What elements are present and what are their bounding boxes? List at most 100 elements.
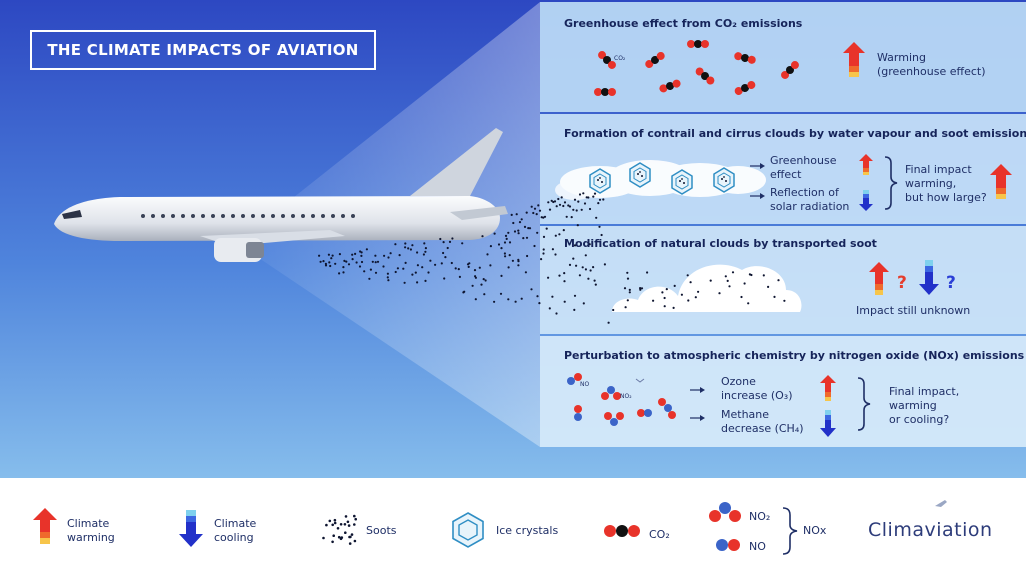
soot-particle <box>573 294 577 297</box>
soot-particle <box>342 266 345 269</box>
reaction-mark <box>635 378 645 383</box>
soot-particle <box>484 279 487 282</box>
soot-particle <box>404 246 407 249</box>
soot-trail <box>318 216 615 324</box>
legend-nox-brace <box>782 507 798 555</box>
cloud-soot <box>623 271 786 309</box>
soot-particle <box>329 264 332 268</box>
question-mark-warming: ? <box>897 273 907 293</box>
soot-particle <box>526 254 529 258</box>
soot-particle <box>386 276 389 279</box>
soot-particle <box>451 237 454 240</box>
soot-particle <box>363 270 366 273</box>
soot-particle <box>354 517 358 521</box>
soot-particle <box>582 192 585 195</box>
legend: Climate warming Climate cooling Soots Ic… <box>0 478 1026 567</box>
soot-particle <box>584 254 587 257</box>
soot-particle <box>371 260 374 263</box>
soot-particle <box>547 201 550 204</box>
soot-particle <box>777 279 780 282</box>
panel-title-co2: Greenhouse effect from CO₂ emissions <box>564 17 803 30</box>
soot-particle <box>508 254 511 257</box>
soot-particle <box>520 218 523 221</box>
soot-particle <box>478 266 481 269</box>
soot-particle <box>523 225 527 228</box>
soot-particle <box>446 246 449 250</box>
soot-particle <box>652 299 655 302</box>
soot-particle <box>505 237 508 240</box>
soot-particle <box>547 276 550 279</box>
soot-particle <box>626 299 629 302</box>
soot-particle <box>374 271 378 274</box>
soot-particle <box>353 523 356 526</box>
soot-particle <box>582 302 585 305</box>
soot-particle <box>551 295 554 298</box>
soot-particle <box>563 201 567 204</box>
legend-warming-label: Climate warming <box>67 517 115 544</box>
soot-particle <box>387 279 390 282</box>
contrail-effect-cool: Reflection of solar radiation <box>770 186 850 213</box>
soot-particle <box>724 275 727 278</box>
panel-title-nox: Perturbation to atmospheric chemistry by… <box>564 349 1025 362</box>
soot-particle <box>407 247 410 250</box>
soot-particle <box>511 259 514 262</box>
soot-particle <box>365 248 368 251</box>
soot-particle <box>493 300 496 303</box>
warming-arrow-contrail <box>859 154 873 175</box>
soot-particle <box>530 205 533 208</box>
soot-particle <box>570 216 573 219</box>
soot-particle <box>548 307 551 310</box>
soot-particle <box>510 213 513 216</box>
soot-particle <box>567 204 570 207</box>
soot-particle <box>331 254 334 257</box>
co2-molecule <box>598 51 616 69</box>
panel-title-contrail: Formation of contrail and cirrus clouds … <box>564 127 1026 140</box>
soot-particle <box>595 216 598 219</box>
soot-particle <box>474 276 477 279</box>
soot-particle <box>434 263 437 266</box>
soot-particle <box>398 254 401 257</box>
soot-particle <box>409 248 412 251</box>
soot-particle <box>424 279 427 282</box>
soot-particle <box>342 271 345 274</box>
natural-cloud <box>612 264 802 312</box>
soot-particle <box>336 527 340 530</box>
soot-particle <box>554 253 557 256</box>
soot-particle <box>382 265 385 268</box>
soot-particle <box>345 260 348 263</box>
legend-ice-icon <box>452 512 484 548</box>
legend-warming-icon <box>33 508 57 544</box>
soot-particle <box>404 261 407 264</box>
no2-molecule <box>658 398 676 419</box>
soot-particle <box>353 514 356 518</box>
co2-molecule <box>659 79 681 93</box>
contrail-final-impact: Final impact warming, but how large? <box>905 163 987 204</box>
soot-particle <box>507 266 510 269</box>
no-molecule <box>567 373 582 385</box>
soot-particle <box>588 243 591 246</box>
soot-particle <box>694 296 697 299</box>
soot-particle <box>520 297 523 300</box>
soot-particle <box>443 277 446 280</box>
soot-particle <box>689 281 692 284</box>
soot-particle <box>592 195 595 198</box>
soot-particle <box>673 284 676 287</box>
fuselage <box>54 196 500 241</box>
co2-molecule-label: CO₂ <box>614 55 626 62</box>
soot-particle <box>552 200 555 204</box>
soot-particle <box>499 292 503 295</box>
legend-no2-label: NO₂ <box>749 510 771 523</box>
soot-particle <box>603 263 607 266</box>
sky-background <box>0 0 1026 478</box>
soot-particle <box>587 277 590 280</box>
soot-particle <box>344 531 347 534</box>
soot-particle <box>503 241 507 244</box>
soot-particle <box>450 261 453 265</box>
soot-particle <box>386 272 389 275</box>
soot-particle <box>598 198 602 201</box>
soot-particle <box>646 271 649 274</box>
soot-particle <box>524 271 528 274</box>
ice-crystal <box>589 168 611 194</box>
soot-particle <box>322 260 325 263</box>
